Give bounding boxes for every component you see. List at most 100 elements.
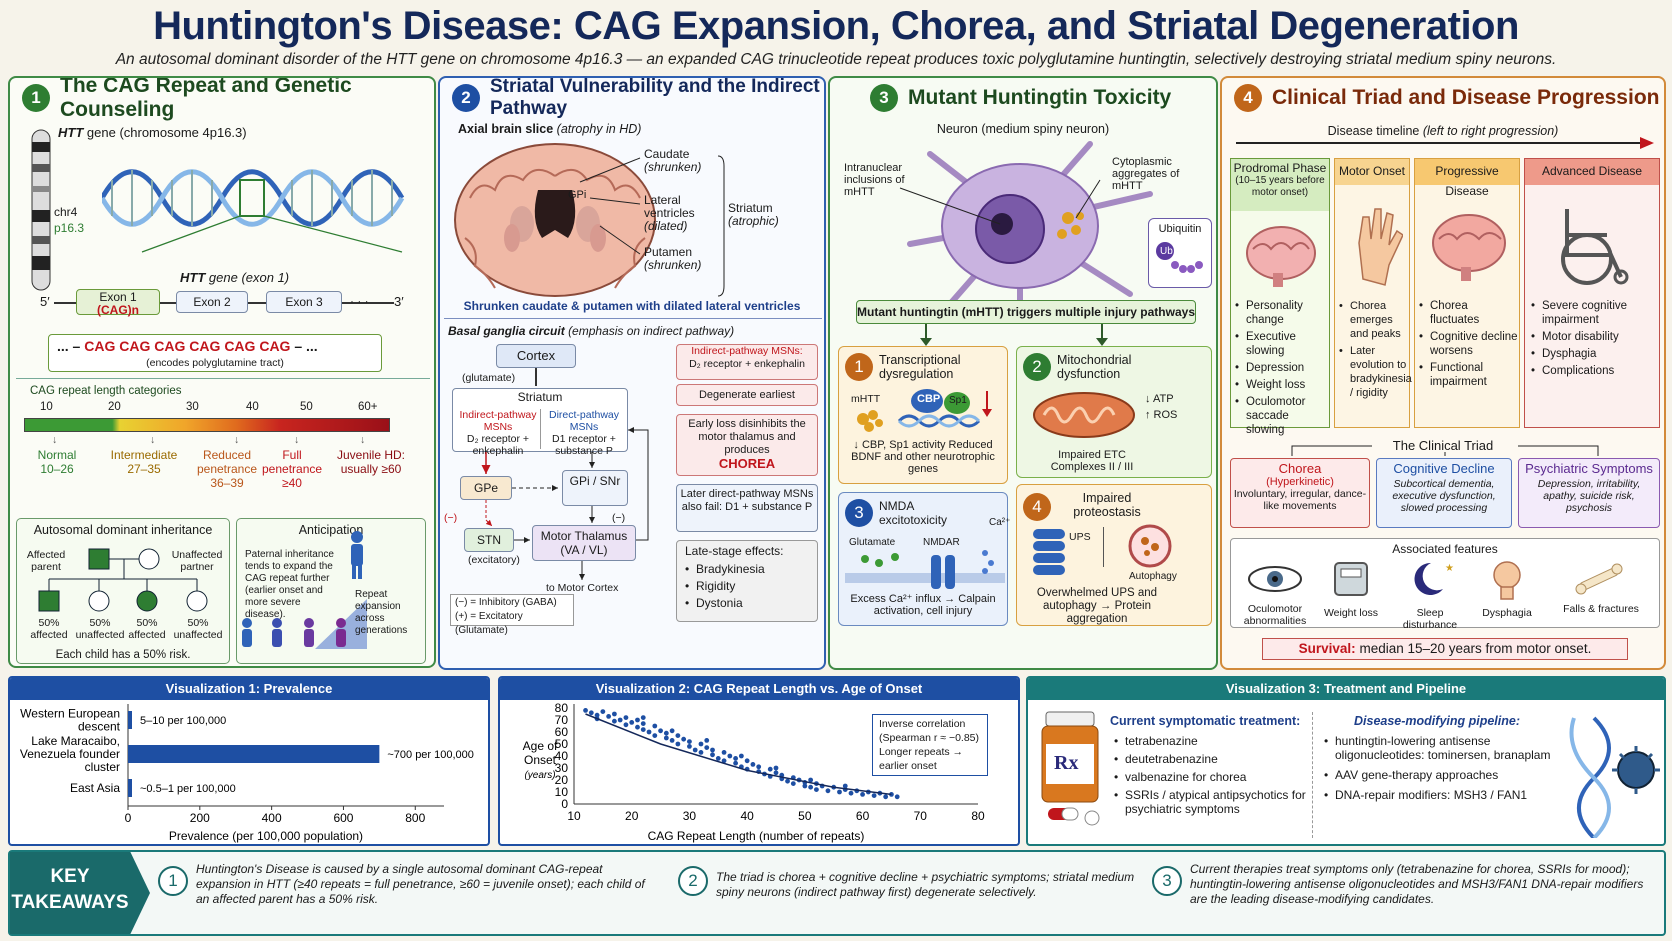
categories-title: CAG repeat length categories — [30, 385, 182, 397]
feature-label: Dysphagia — [1482, 607, 1532, 619]
neuron-title: Neuron (medium spiny neuron) — [936, 122, 1110, 136]
scatter-point — [687, 739, 692, 744]
scatter-point — [756, 764, 762, 770]
takeaway-number: 1 — [158, 866, 188, 896]
prevalence-bar — [128, 745, 380, 763]
autophagy-label: Autophagy — [1129, 571, 1177, 582]
affected-parent-symbol — [88, 548, 110, 570]
child-label: 50%affected — [30, 617, 68, 641]
scatter-point — [635, 724, 640, 730]
chr-label: chr4 — [54, 205, 78, 219]
scatter-point — [790, 781, 796, 786]
scatter-point — [635, 717, 640, 723]
slice-leader-lines — [579, 155, 725, 297]
direct-fail-box: Later direct-pathway MSNs also fail: D1 … — [676, 484, 818, 532]
key-label-2: TAKEAWAYS — [11, 892, 129, 913]
scatter-point — [733, 756, 738, 761]
atp-label: ↓ ATP — [1145, 393, 1174, 405]
m2-number: 2 — [1023, 353, 1051, 381]
scatter-point — [663, 735, 669, 741]
exon-2-box: Exon 2 — [176, 291, 248, 313]
scatter-point — [848, 790, 854, 796]
pipeline-title: Disease-modifying pipeline: — [1354, 714, 1521, 728]
category-full: Full penetrance≥40 — [262, 448, 323, 490]
child-symbol — [186, 590, 208, 612]
stage-progressive: Progressive Disease Chorea fluctuatesCog… — [1414, 158, 1520, 428]
minus-label: (−) — [444, 512, 458, 524]
generations-illustration — [242, 531, 367, 649]
prevalence-bar — [128, 711, 132, 729]
y-axis-unit: (years) — [524, 770, 555, 781]
category-label: Western European — [20, 707, 120, 721]
dna-virus-icon — [1569, 716, 1660, 838]
scatter-point — [721, 750, 727, 755]
y-tick-label: 0 — [561, 797, 568, 811]
scatter-point — [710, 747, 715, 753]
cag-codon: CAG — [259, 338, 291, 354]
ubiquitin-chain-icon — [1156, 242, 1203, 273]
scatter-point — [825, 788, 831, 794]
takeaway-text: Current therapies treat symptoms only (t… — [1190, 862, 1644, 906]
ubiquitin-box: Ubiquitin Ub — [1148, 218, 1212, 288]
scatter-point — [744, 758, 750, 764]
scatter-point — [889, 792, 894, 797]
viz-treatment: Visualization 3: Treatment and Pipeline … — [1026, 676, 1666, 846]
panel-4-number: 4 — [1234, 84, 1262, 112]
band-label: p16.3 — [54, 221, 85, 235]
calcium-label: Ca²⁺ — [989, 517, 1011, 528]
scatter-point — [663, 730, 669, 736]
scatter-point — [623, 722, 629, 728]
scatter-point — [692, 747, 698, 753]
autophagosome-icon — [1128, 524, 1172, 568]
y-tick-label: 10 — [555, 785, 569, 799]
scatter-point — [687, 744, 692, 749]
symptom-item: Motor disability — [1531, 330, 1655, 344]
scatter-point — [698, 741, 704, 747]
symptom-item: Executive slowing — [1235, 330, 1329, 358]
x-tick-label: 60 — [856, 809, 870, 823]
scatter-point — [612, 718, 617, 724]
symptom-item: Depression — [1235, 361, 1329, 375]
y-tick-label: 50 — [555, 737, 569, 751]
ubiquitin-title: Ubiquitin — [1158, 223, 1202, 235]
symptom-item: Chorea fluctuates — [1419, 299, 1519, 327]
scatter-point — [698, 750, 704, 755]
late-effect: Dystonia — [685, 596, 809, 610]
risk-statement: Each child has a 50% risk. — [55, 649, 191, 661]
scatter-point — [669, 738, 675, 743]
inheritance-box: Autosomal dominant inheritance Affected … — [16, 518, 230, 664]
chorea-label: CHOREA — [718, 456, 776, 471]
circuit-title: Basal ganglia circuit (emphasis on indir… — [448, 324, 735, 338]
cag-sequence: ... – CAG CAG CAG CAG CAG CAG – ... — [57, 338, 318, 354]
pipeline-item: DNA-repair modifiers: MSH3 / FAN1 — [1324, 788, 1560, 802]
intranuclear-label: Intranuclear inclusions of mHTT — [844, 162, 905, 198]
bar-value-label: ~700 per 100,000 — [387, 749, 474, 761]
tick-label: 50 — [300, 401, 313, 413]
scatter-point — [733, 760, 738, 766]
scatter-point — [600, 709, 606, 714]
pedigree-chart — [38, 548, 208, 612]
x-tick-label: 20 — [625, 809, 639, 823]
scatter-point — [802, 783, 808, 789]
circuit-arrows — [481, 427, 649, 580]
child-symbol — [88, 590, 110, 612]
circuit-legend: (−) = Inhibitory (GABA)(+) = Excitatory … — [450, 594, 574, 636]
category-juvenile: Juvenile HD:usually ≥60 — [336, 448, 406, 476]
y-axis-label-1: Age of — [523, 739, 558, 753]
brain-icon — [1246, 226, 1316, 287]
m2-text: Impaired ETC Complexes II / III — [1050, 449, 1134, 473]
nmdar-label: NMDAR — [923, 537, 960, 548]
tick-label: 60+ — [358, 401, 378, 413]
symptom-item: Later evolution to bradykinesia / rigidi… — [1339, 344, 1412, 400]
child-symbol — [38, 590, 60, 612]
exon-1-box: Exon 1(CAG)n — [76, 289, 160, 317]
slice-title: Axial brain slice (atrophy in HD) — [458, 122, 642, 136]
ventricles-label: Lateral ventricles(dilated) — [644, 193, 695, 233]
anticipation-title: Anticipation — [298, 523, 364, 537]
survival-box: Survival: median 15–20 years from motor … — [1262, 638, 1628, 660]
child-label: 50%affected — [128, 617, 166, 641]
category-label: descent — [78, 720, 121, 734]
